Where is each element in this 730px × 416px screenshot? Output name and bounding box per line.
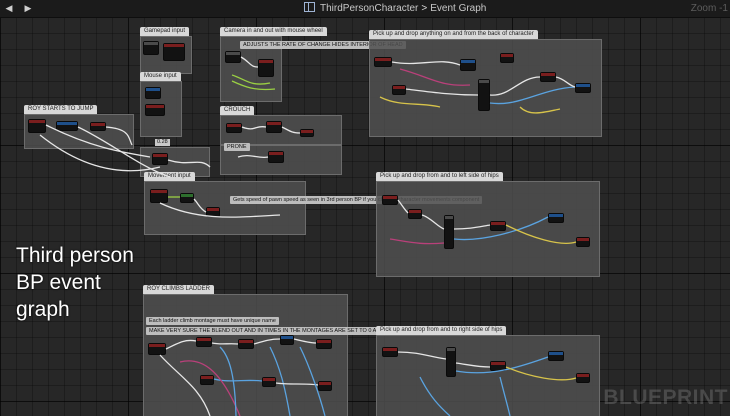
node[interactable] — [374, 57, 392, 67]
node[interactable] — [238, 339, 254, 349]
node[interactable] — [226, 123, 242, 133]
comment-title: Movement input — [144, 172, 195, 181]
node[interactable] — [460, 59, 476, 71]
node[interactable] — [490, 361, 506, 371]
graph-toolbar: ◀ ▶ ThirdPersonCharacter>Event Graph Zoo… — [0, 0, 730, 18]
node[interactable] — [266, 121, 282, 133]
node[interactable] — [478, 79, 490, 111]
node[interactable] — [382, 347, 398, 357]
node[interactable] — [316, 339, 332, 349]
node[interactable] — [56, 121, 78, 131]
caption-line-3: graph — [16, 298, 70, 321]
node[interactable] — [262, 377, 276, 387]
node[interactable] — [258, 59, 274, 77]
node[interactable] — [540, 72, 556, 82]
breadcrumb-separator: > — [421, 3, 428, 14]
node[interactable] — [143, 41, 159, 55]
value-label: 0.28 — [155, 139, 170, 146]
node[interactable] — [280, 335, 294, 345]
node[interactable] — [90, 122, 106, 131]
node[interactable] — [200, 375, 214, 385]
overlay-caption: Third person BP event graph — [16, 242, 216, 323]
caption-line-2: BP event — [16, 271, 101, 294]
node[interactable] — [392, 85, 406, 95]
node[interactable] — [152, 153, 168, 165]
node[interactable] — [500, 53, 514, 63]
note-blend: MAKE VERY SURE THE BLEND OUT AND IN TIME… — [146, 327, 406, 335]
node[interactable] — [548, 351, 564, 361]
node[interactable] — [444, 215, 454, 249]
node[interactable] — [408, 209, 422, 219]
node[interactable] — [145, 87, 161, 99]
node[interactable] — [300, 129, 314, 137]
node[interactable] — [446, 347, 456, 377]
breadcrumb-graph[interactable]: ThirdPersonCharacter — [320, 3, 419, 14]
forward-arrow-icon[interactable]: ▶ — [24, 3, 32, 13]
node[interactable] — [576, 373, 590, 383]
comment-title: ROY STARTS TO JUMP — [24, 105, 98, 114]
node[interactable] — [28, 119, 46, 133]
blueprint-icon — [304, 2, 315, 12]
node[interactable] — [163, 43, 185, 61]
node[interactable] — [206, 207, 220, 217]
comment-pick-right-hip[interactable]: Pick up and drop from and to right side … — [376, 326, 600, 416]
node[interactable] — [318, 381, 332, 391]
comment-pick-left-hip[interactable]: Pick up and drop from and to left side o… — [376, 172, 600, 277]
node[interactable] — [180, 193, 194, 203]
node[interactable] — [196, 337, 212, 347]
breadcrumb-page[interactable]: Event Graph — [430, 3, 487, 14]
wires — [39, 56, 577, 416]
comment-title: Pick up and drop from and to right side … — [376, 326, 507, 335]
comment-title: Mouse input — [140, 72, 181, 81]
event-graph-canvas[interactable]: Gamepad input Mouse input ROY STARTS TO … — [0, 17, 730, 416]
node[interactable] — [575, 83, 591, 93]
comment-movement-input[interactable]: Movement input — [144, 172, 306, 235]
comment-title: Gamepad input — [140, 27, 190, 36]
blueprint-watermark: BLUEPRINT — [603, 386, 728, 409]
note-adjusts-rate: ADJUSTS THE RATE OF CHANGE HIDES INTERIO… — [240, 41, 406, 49]
node[interactable] — [148, 343, 166, 355]
back-arrow-icon[interactable]: ◀ — [5, 3, 13, 13]
caption-line-1: Third person — [16, 244, 134, 267]
node[interactable] — [268, 151, 284, 163]
note-prone: PRONE — [224, 143, 250, 151]
node[interactable] — [145, 104, 165, 116]
comment-title: Pick up and drop from and to left side o… — [376, 172, 503, 181]
node[interactable] — [225, 51, 241, 63]
node[interactable] — [490, 221, 506, 231]
comment-title: ROY CLIMBS LADDER — [143, 285, 214, 294]
note-speed: Gets speed of pawn speed as seen in 3rd … — [230, 196, 483, 204]
note-ladder-montage: Each ladder climb montage must have uniq… — [146, 317, 279, 325]
node[interactable] — [548, 213, 564, 223]
node[interactable] — [150, 189, 168, 203]
node[interactable] — [382, 195, 398, 205]
zoom-level: Zoom -1 — [690, 3, 728, 14]
comment-title: Camera in and out with mouse wheel — [220, 27, 327, 36]
node[interactable] — [576, 237, 590, 247]
breadcrumb: ThirdPersonCharacter>Event Graph — [304, 2, 486, 15]
comment-title: Pick up and drop anything on and from th… — [369, 30, 538, 39]
comment-title: CROUCH — [220, 106, 255, 115]
